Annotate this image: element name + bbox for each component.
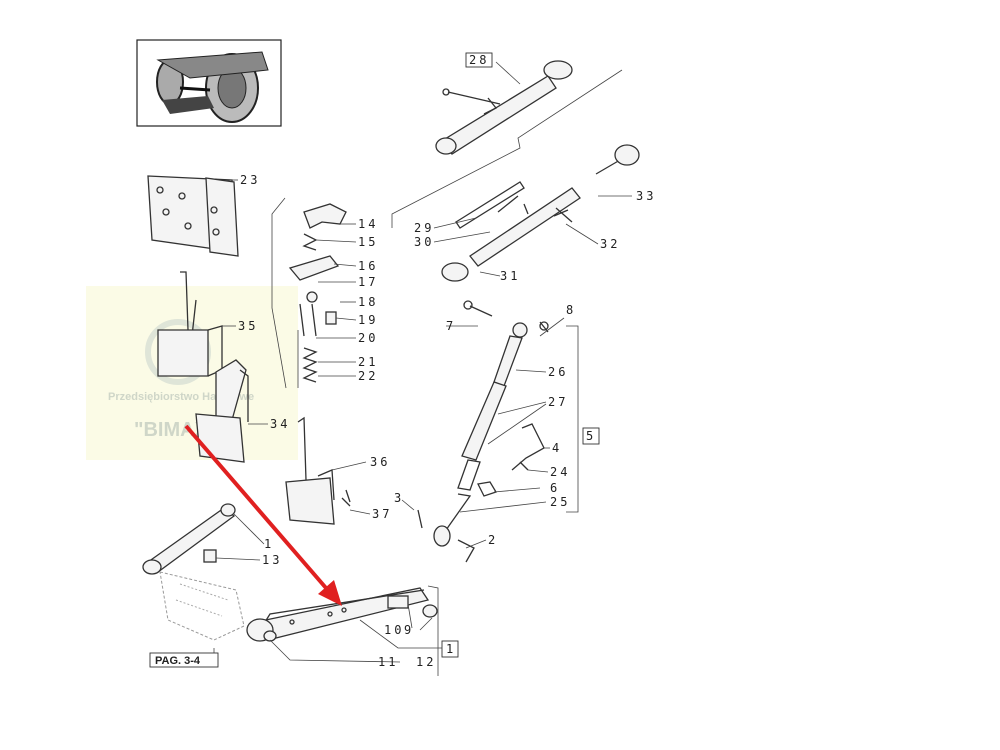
callout-boxes: [149, 52, 600, 668]
callout-6: 6: [550, 481, 560, 495]
callout-22: 22: [358, 369, 378, 383]
callout-4: 4: [552, 441, 562, 455]
callout-28: 28: [469, 53, 489, 67]
callout-21: 21: [358, 355, 378, 369]
axle-housing: [159, 571, 245, 641]
callout-7: 7: [446, 319, 456, 333]
callout-labels: 28 33 32 29 30 31 23 14 15 16 17 18 19 2…: [238, 53, 656, 669]
page-reference: PAG. 3-4: [155, 655, 201, 667]
callout-30: 30: [414, 235, 434, 249]
callout-1-upper: 1: [264, 537, 274, 551]
callout-20: 20: [358, 331, 378, 345]
callout-1: 1: [446, 642, 456, 656]
part-29-33-link: [441, 144, 640, 282]
callout-16: 16: [358, 259, 378, 273]
callout-34: 34: [270, 417, 290, 431]
highlight-arrow: [184, 424, 342, 606]
callout-19: 19: [358, 313, 378, 327]
callout-32: 32: [600, 237, 620, 251]
callout-33: 33: [636, 189, 656, 203]
callout-36: 36: [370, 455, 390, 469]
callout-11: 11: [378, 655, 398, 669]
part-36-bracket: [285, 416, 351, 525]
callout-35: 35: [238, 319, 258, 333]
part-25-27-lift-rod: [417, 300, 549, 563]
part-23-plate: [147, 175, 239, 257]
callout-37: 37: [372, 507, 392, 521]
part-35-bracket: [157, 271, 223, 377]
callout-27: 27: [548, 395, 568, 409]
callout-23: 23: [240, 173, 260, 187]
callout-13: 13: [262, 553, 282, 567]
callout-5: 5: [586, 429, 596, 443]
callout-10: 10: [384, 623, 404, 637]
tractor-thumbnail: [136, 39, 282, 127]
part-1-lower-link: [246, 587, 438, 642]
callout-31: 31: [500, 269, 520, 283]
callout-12: 12: [416, 655, 436, 669]
callout-9: 9: [404, 623, 414, 637]
callout-26: 26: [548, 365, 568, 379]
divider-lines: [271, 69, 623, 389]
callout-8: 8: [566, 303, 576, 317]
callout-17: 17: [358, 275, 378, 289]
callout-29: 29: [414, 221, 434, 235]
leader-lines: [213, 61, 632, 676]
callout-15: 15: [358, 235, 378, 249]
callout-14: 14: [358, 217, 378, 231]
callout-3: 3: [394, 491, 404, 505]
callout-18: 18: [358, 295, 378, 309]
callout-25: 25: [550, 495, 570, 509]
callout-2: 2: [488, 533, 498, 547]
part-28-top-link: [435, 60, 573, 155]
part-1-lower-link-upper: [142, 503, 236, 575]
callout-24: 24: [550, 465, 570, 479]
part-14-22-hardware: [288, 203, 347, 383]
